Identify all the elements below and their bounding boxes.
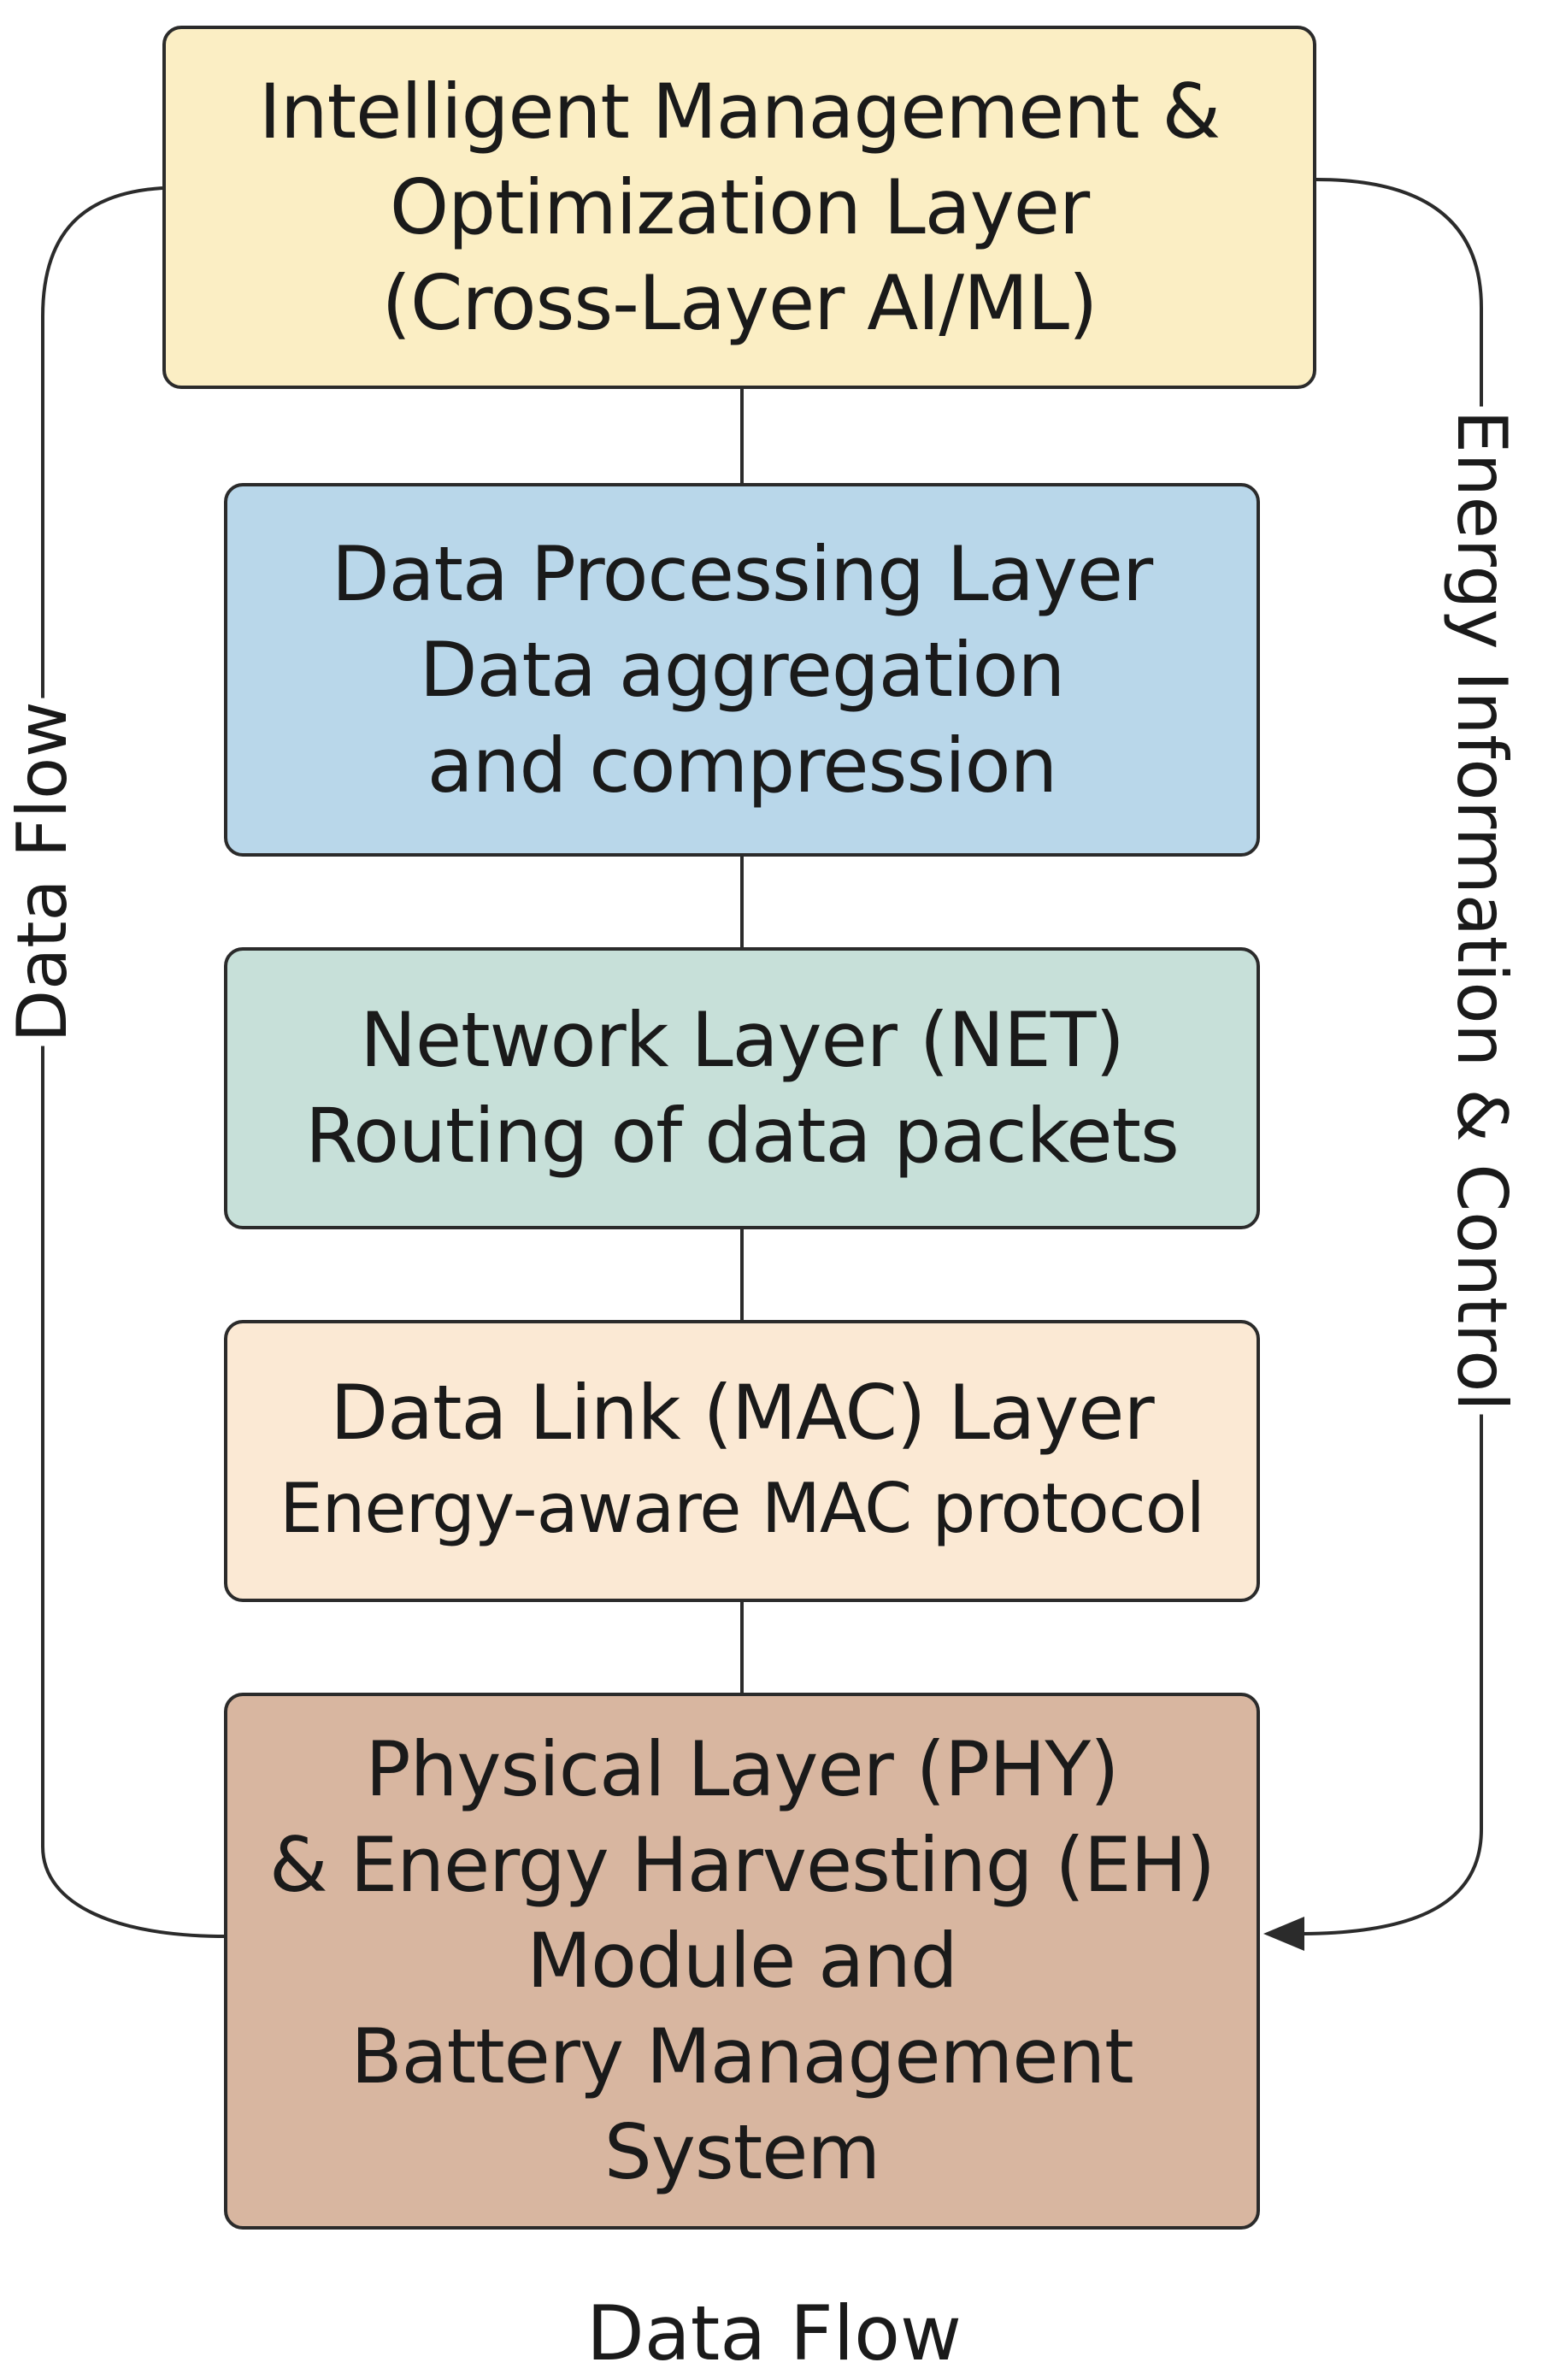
management-layer-line3: (Cross-Layer AI/ML) [381, 258, 1098, 347]
physical-layer-box: Physical Layer (PHY) & Energy Harvesting… [224, 1693, 1260, 2230]
physical-layer-line3: Module and [527, 1917, 958, 2005]
data-processing-layer-line2: Data aggregation [419, 625, 1065, 714]
data-link-layer-line2: Energy-aware MAC protocol [280, 1469, 1205, 1548]
network-layer-line2: Routing of data packets [305, 1092, 1180, 1180]
network-layer-box: Network Layer (NET) Routing of data pack… [224, 947, 1260, 1229]
data-flow-label-bottom: Data Flow [586, 2289, 962, 2377]
management-layer-box: Intelligent Management & Optimization La… [162, 26, 1316, 389]
network-layer-title: Network Layer (NET) [360, 996, 1125, 1084]
data-flow-loop-left [41, 186, 225, 1938]
management-layer-line1: Intelligent Management & [258, 67, 1221, 156]
data-processing-layer-line3: and compression [427, 721, 1057, 810]
data-link-layer-title: Data Link (MAC) Layer [330, 1369, 1154, 1457]
data-processing-layer-box: Data Processing Layer Data aggregation a… [224, 483, 1260, 857]
physical-layer-title: Physical Layer (PHY) [365, 1725, 1120, 1813]
physical-layer-line4: Battery Management [350, 2012, 1133, 2100]
data-link-layer-box: Data Link (MAC) Layer Energy-aware MAC p… [224, 1320, 1260, 1602]
data-processing-layer-title: Data Processing Layer [331, 529, 1153, 618]
data-flow-label-left: Data Flow [0, 698, 90, 1046]
physical-layer-line5: System [603, 2108, 880, 2196]
management-layer-line2: Optimization Layer [389, 162, 1090, 251]
energy-control-label-right: Energy Information & Control [1434, 406, 1528, 1415]
physical-layer-line2: & Energy Harvesting (EH) [269, 1821, 1215, 1909]
arrowhead-icon [1263, 1917, 1304, 1951]
